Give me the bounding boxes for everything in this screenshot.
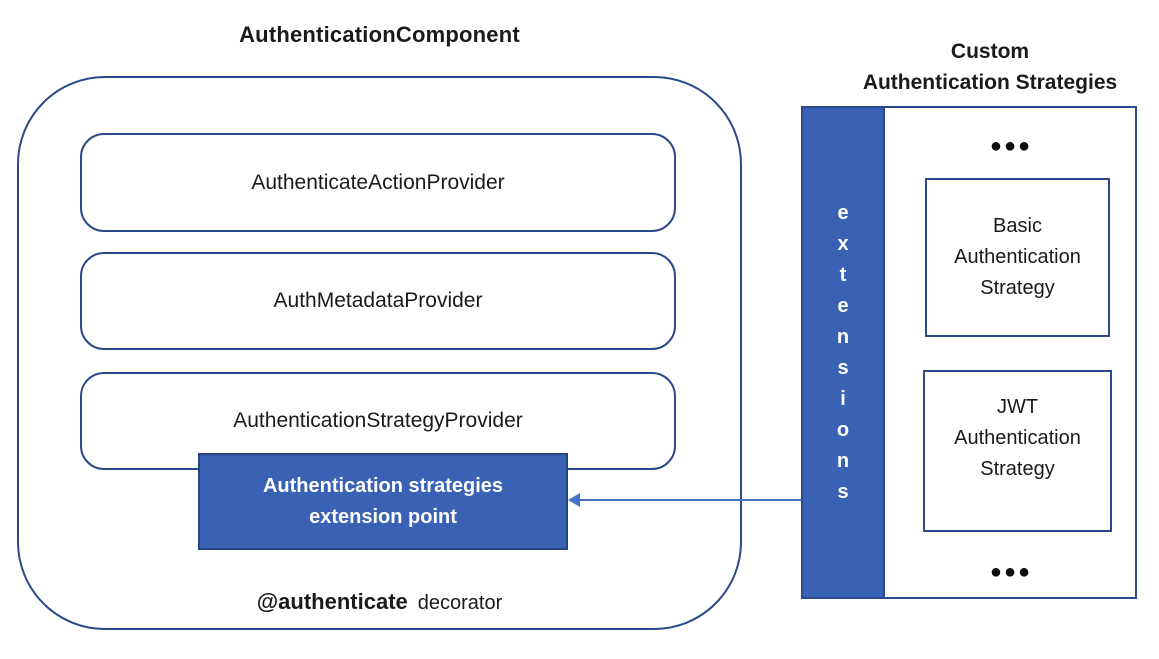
ellipsis-bottom: ●●●	[989, 561, 1033, 583]
custom-strategies-title: Custom Authentication Strategies	[820, 36, 1159, 98]
authentication-strategy-provider-label: AuthenticationStrategyProvider	[233, 409, 523, 432]
authenticate-action-provider-box: AuthenticateActionProvider	[80, 133, 676, 232]
jwt-strategy-label-line3: Strategy	[980, 457, 1055, 480]
jwt-strategy-label-line2: Authentication	[954, 426, 1081, 449]
basic-authentication-strategy-box: Basic Authentication Strategy	[925, 178, 1110, 337]
custom-strategies-title-line1: Custom	[950, 40, 1030, 63]
basic-strategy-label-line1: Basic	[993, 215, 1042, 237]
authenticate-decorator-regular: decorator	[417, 592, 503, 614]
auth-metadata-provider-label: AuthMetadataProvider	[273, 289, 483, 312]
extensions-bar-letter: o	[836, 418, 850, 441]
ellipsis-top: ●●●	[989, 135, 1033, 157]
extension-arrow-line	[579, 499, 801, 501]
extension-point-label-line1: Authentication strategies	[262, 474, 504, 497]
authenticate-decorator-bold: @authenticate	[256, 589, 408, 614]
jwt-authentication-strategy-box: JWT Authentication Strategy	[923, 370, 1112, 532]
auth-metadata-provider-box: AuthMetadataProvider	[80, 252, 676, 350]
extension-arrow-head-icon	[568, 493, 580, 507]
extensions-bar-letter: i	[840, 387, 846, 410]
extensions-bar-letter: e	[837, 294, 849, 317]
extensions-bar-letter: n	[836, 325, 850, 348]
basic-strategy-label-line2: Authentication	[954, 246, 1081, 268]
authentication-component-container	[17, 76, 742, 630]
extensions-bar-letter: t	[839, 263, 847, 286]
authentication-component-title: AuthenticationComponent	[239, 22, 520, 47]
extension-point-label-line2: extension point	[309, 505, 457, 528]
jwt-strategy-label-line1: JWT	[996, 395, 1039, 418]
custom-strategies-title-line2: Authentication Strategies	[862, 71, 1118, 94]
extensions-bar-letter: s	[837, 480, 849, 503]
authenticate-action-provider-label: AuthenticateActionProvider	[251, 170, 505, 194]
extensions-bar: e x t e n s i o n s	[801, 106, 885, 599]
extensions-bar-letter: n	[836, 449, 850, 472]
authenticate-decorator-label: @authenticate decorator	[17, 589, 742, 616]
basic-strategy-label-line3: Strategy	[980, 277, 1055, 299]
extensions-bar-letter: e	[837, 201, 849, 224]
extensions-bar-letter: s	[837, 356, 849, 379]
extensions-bar-letter: x	[837, 232, 849, 255]
extension-point-box: Authentication strategies extension poin…	[198, 453, 568, 550]
